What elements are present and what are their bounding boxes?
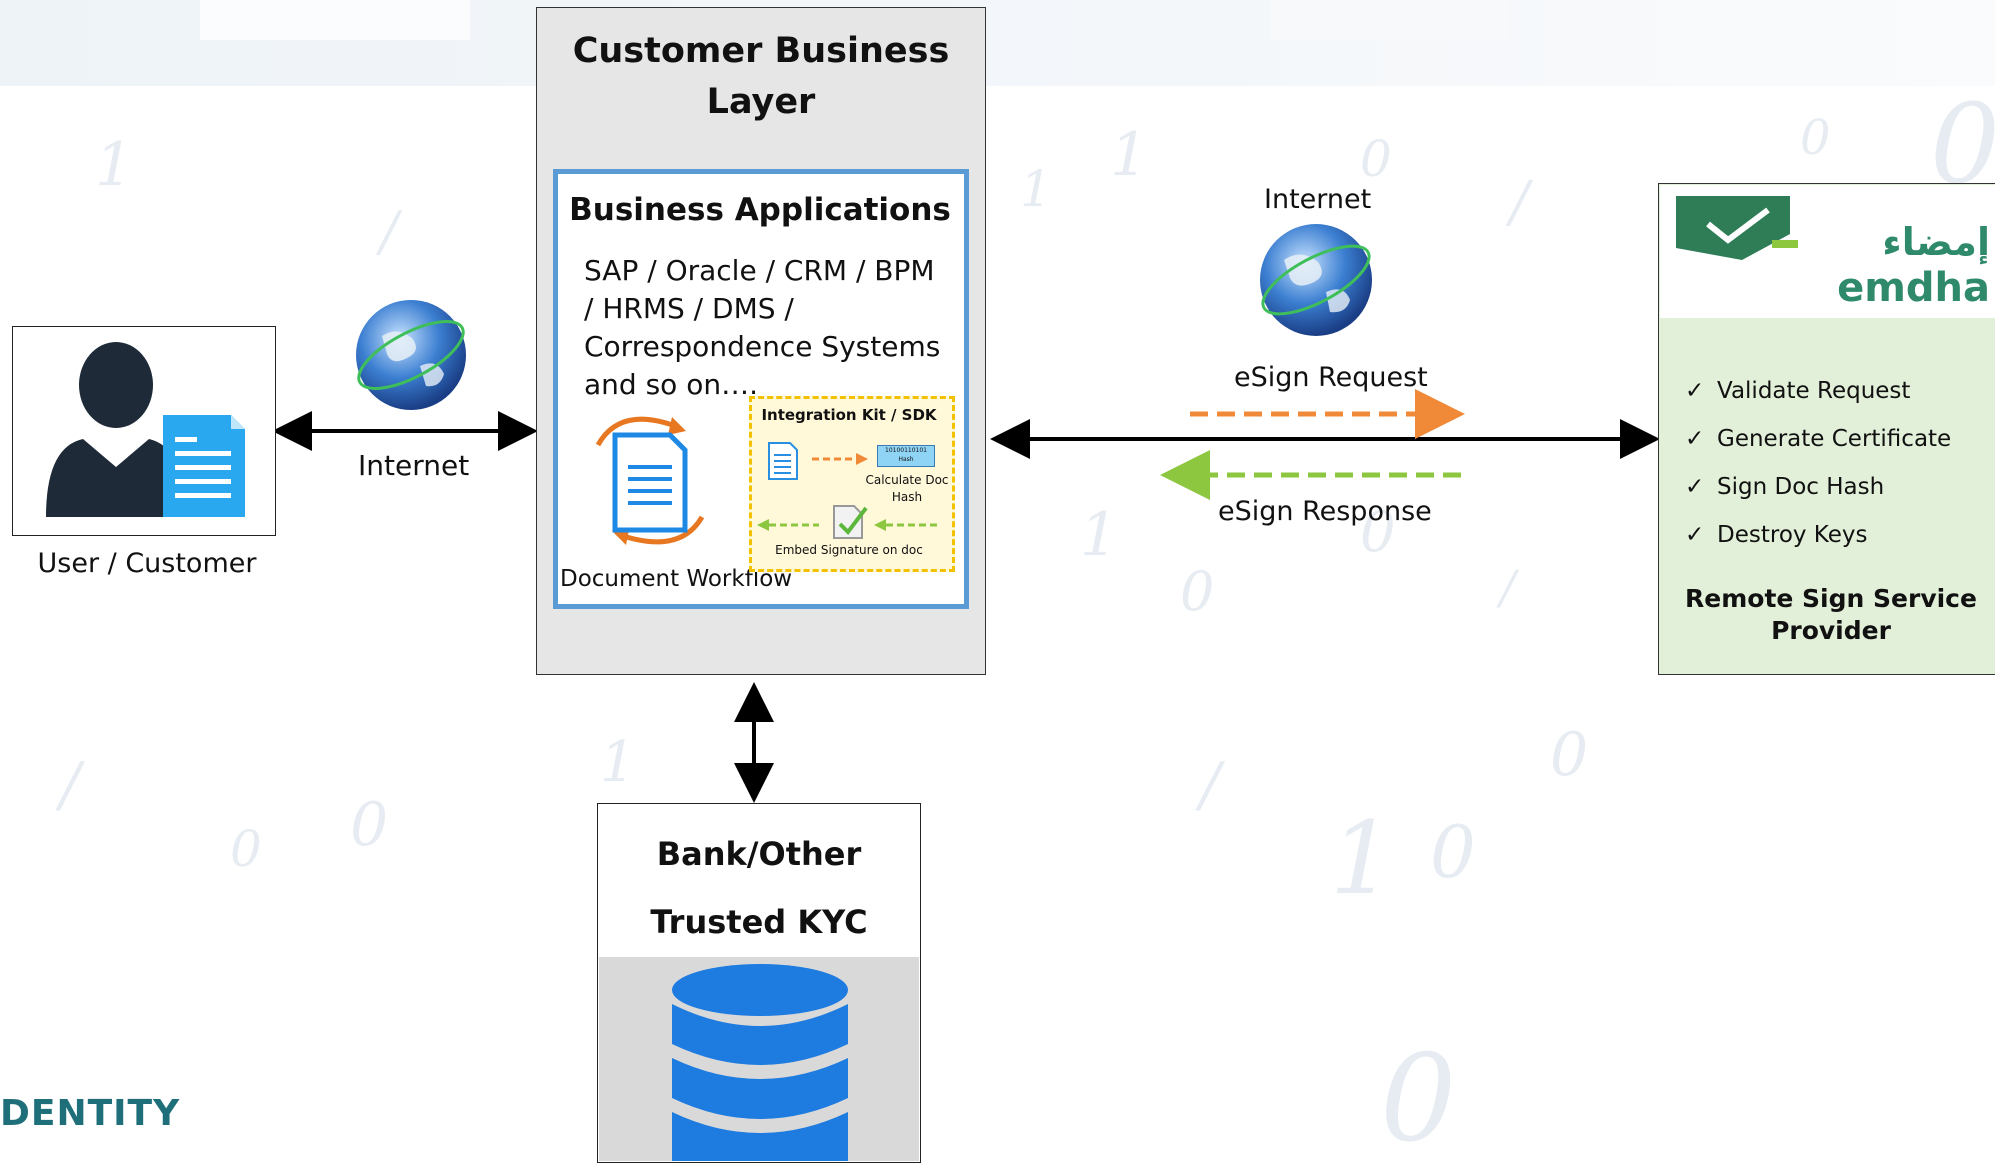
background-band	[0, 0, 1995, 86]
kyc-line2: Trusted KYC	[650, 903, 868, 941]
user-caption: User / Customer	[37, 548, 257, 579]
business-app-line: Correspondence Systems	[584, 330, 941, 363]
document-workflow-icon	[595, 416, 705, 545]
calculate-line1: Calculate Doc	[865, 473, 949, 487]
signed-document-icon	[833, 505, 868, 539]
kyc-line1: Bank/Other	[656, 835, 862, 873]
emdha-logo-latin: emdha	[1837, 265, 1990, 311]
checklist-label: Destroy Keys	[1717, 522, 1868, 548]
customer-layer-title-line2: Layer	[706, 82, 816, 122]
business-app-line: / HRMS / DMS /	[584, 292, 794, 325]
checklist-label: Generate Certificate	[1717, 426, 1952, 452]
sdk-green-arrow-left	[757, 519, 819, 531]
sdk-green-arrow-right	[874, 519, 938, 531]
globe-icon	[1260, 224, 1372, 336]
checklist-item: ✓ Destroy Keys	[1685, 522, 1868, 548]
checklist-item: ✓ Sign Doc Hash	[1685, 474, 1884, 500]
checkmark-icon: ✓	[1685, 474, 1705, 500]
background-tile	[1270, 0, 1510, 40]
emdha-logo-arabic: إمضاء	[1882, 220, 1990, 264]
checkmark-icon: ✓	[1685, 378, 1705, 404]
checklist-item: ✓ Validate Request	[1685, 378, 1910, 404]
sdk-orange-arrow	[812, 453, 868, 465]
integration-kit-title: Integration Kit / SDK	[761, 406, 937, 424]
background-tile	[200, 0, 470, 40]
calculate-doc-hash-label: Calculate Doc Hash	[862, 472, 952, 506]
provider-line1: Remote Sign Service	[1685, 584, 1977, 613]
esign-response-label: eSign Response	[1218, 496, 1432, 527]
remote-sign-provider-label: Remote Sign Service Provider	[1660, 583, 1995, 647]
checklist-label: Sign Doc Hash	[1717, 474, 1885, 500]
hash-bits: 10100110101	[885, 447, 927, 454]
embed-signature-label: Embed Signature on doc	[775, 543, 923, 557]
integration-kit-box	[749, 396, 955, 572]
hash-badge: 10100110101 Hash	[877, 445, 935, 467]
business-app-line: and so on….	[584, 368, 758, 401]
user-box	[12, 326, 276, 536]
checkmark-icon: ✓	[1685, 522, 1705, 548]
calculate-line2: Hash	[891, 490, 923, 504]
left-internet-label: Internet	[358, 449, 470, 482]
right-internet-label: Internet	[1264, 184, 1372, 215]
customer-layer-title: Customer Business Layer	[536, 26, 986, 128]
user-with-document-icon	[46, 342, 245, 517]
business-app-line: SAP / Oracle / CRM / BPM	[584, 254, 935, 287]
checkmark-icon: ✓	[1685, 426, 1705, 452]
sdk-document-icon	[768, 442, 798, 480]
checklist-item: ✓ Generate Certificate	[1685, 426, 1951, 452]
emdha-logo-icon	[1676, 196, 1798, 260]
hash-tag: Hash	[898, 456, 914, 463]
identity-footer-text: DENTITY	[0, 1093, 181, 1134]
globe-icon	[356, 300, 466, 410]
business-applications-list: SAP / Oracle / CRM / BPM / HRMS / DMS / …	[584, 252, 954, 404]
customer-layer-title-line1: Customer Business	[572, 31, 950, 71]
checklist-label: Validate Request	[1717, 378, 1911, 404]
esign-request-label: eSign Request	[1234, 362, 1428, 393]
database-icon	[672, 964, 848, 1161]
business-applications-title: Business Applications	[569, 192, 951, 228]
provider-line2: Provider	[1771, 616, 1891, 645]
